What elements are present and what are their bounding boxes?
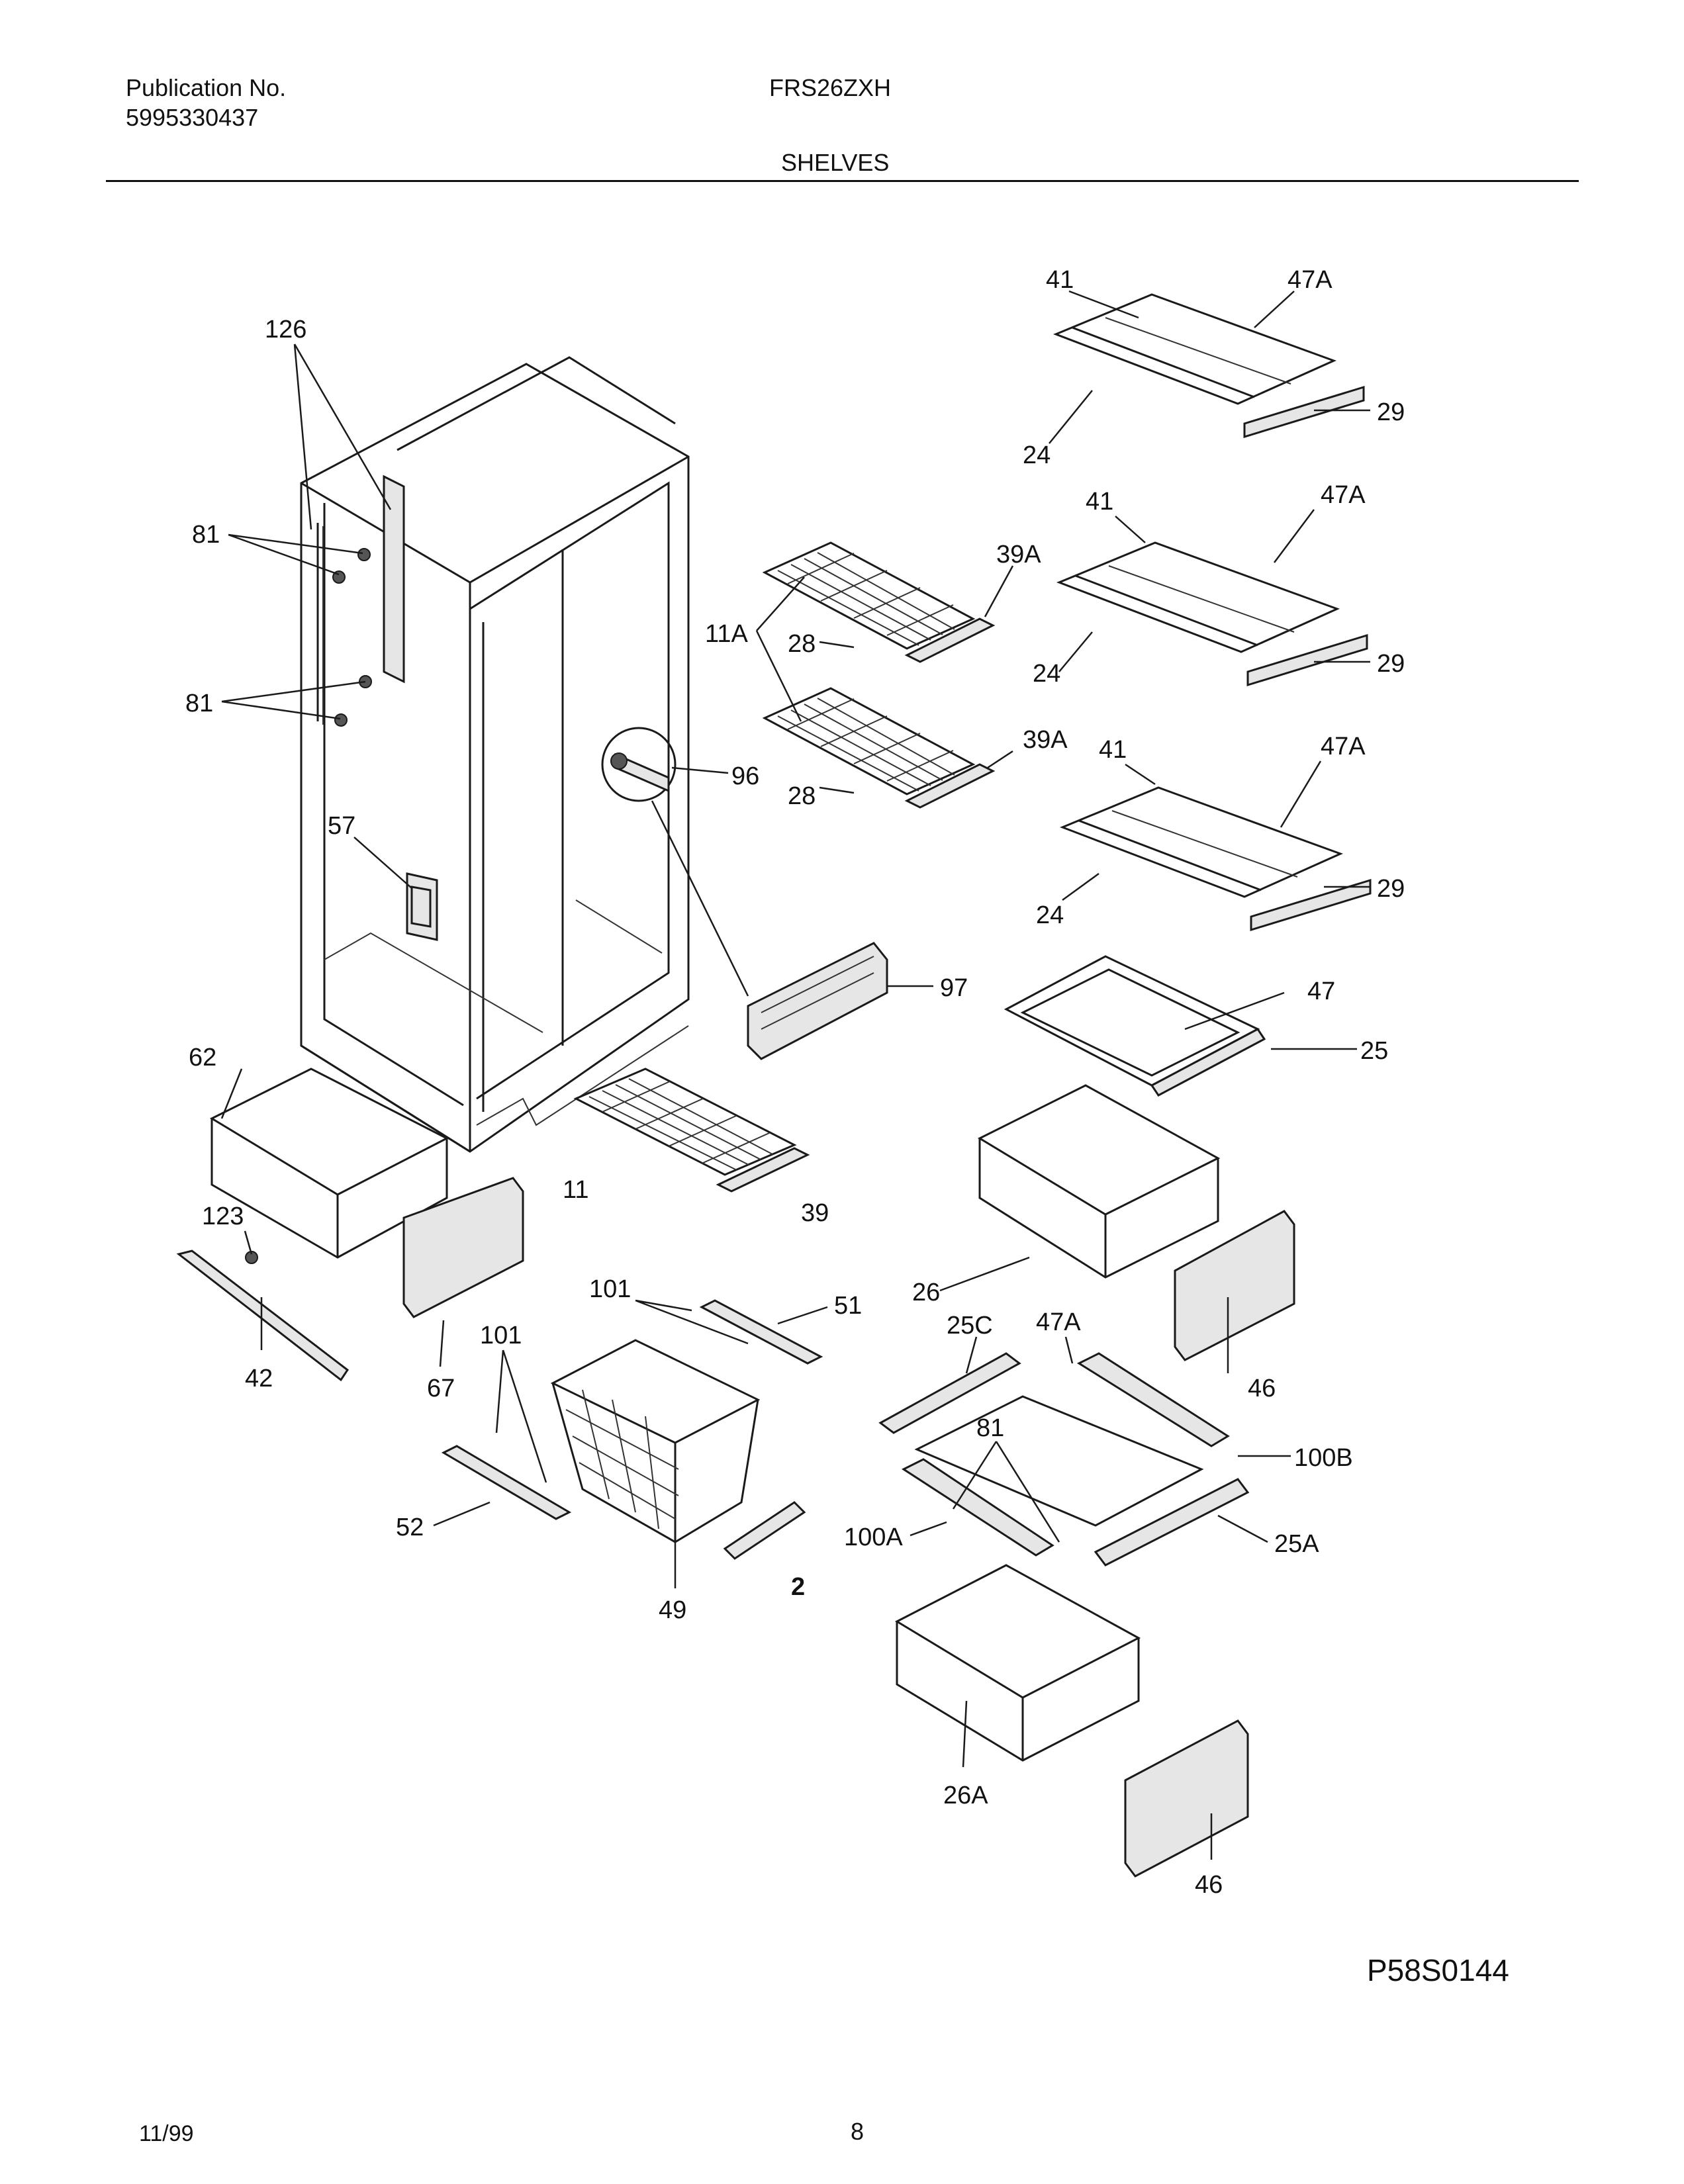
drawer-front-46-upper — [1174, 1210, 1295, 1361]
publication-label: Publication No. — [126, 74, 287, 101]
callout-29-top: 29 — [1377, 398, 1405, 426]
callout-24-middle: 24 — [1033, 660, 1060, 688]
callout-96: 96 — [731, 762, 759, 790]
callout-24-top: 24 — [1023, 441, 1051, 469]
glass-shelf-lower — [1059, 786, 1372, 932]
crisper-drawer-26A — [894, 1564, 1141, 1762]
callout-97: 97 — [940, 974, 968, 1002]
callout-123: 123 — [202, 1203, 244, 1230]
callout-101-left: 101 — [480, 1322, 522, 1349]
callout-49: 49 — [659, 1596, 686, 1624]
callout-46-upper: 46 — [1248, 1375, 1276, 1402]
callout-42: 42 — [245, 1365, 273, 1392]
drawer-front-46-lower — [1124, 1719, 1249, 1878]
crisper-drawer-26 — [977, 1084, 1221, 1279]
wire-basket-49 — [550, 1339, 761, 1543]
callout-100A: 100A — [844, 1524, 903, 1551]
callout-46-lower: 46 — [1195, 1871, 1223, 1899]
callout-126: 126 — [265, 316, 306, 343]
callout-labels: 126 81 81 57 62 123 42 67 101 101 52 49 … — [185, 266, 1405, 1899]
callout-28-lower: 28 — [788, 782, 816, 810]
callout-39: 39 — [801, 1199, 829, 1227]
callout-52: 52 — [396, 1514, 424, 1541]
wire-shelf-11A-upper — [762, 541, 996, 663]
refrigerator-cabinet — [300, 356, 690, 1153]
crisper-cover-47 — [1004, 955, 1266, 1097]
callout-57: 57 — [328, 812, 355, 840]
diagram-code: P58S0144 — [1367, 1953, 1509, 1987]
callout-25: 25 — [1360, 1037, 1388, 1065]
callout-81-lower: 81 — [185, 690, 213, 717]
glass-shelf-middle — [1056, 541, 1368, 687]
leader-lines — [220, 290, 1370, 1860]
callout-62: 62 — [189, 1044, 216, 1071]
callout-47A-lower: 47A — [1321, 733, 1366, 760]
wire-shelf-11 — [573, 1068, 810, 1193]
glass-shelf-47A-crisper — [878, 1352, 1250, 1567]
callout-11: 11 — [563, 1176, 588, 1204]
callout-11A: 11A — [705, 620, 748, 648]
rail-52 — [441, 1445, 572, 1520]
callout-41-top: 41 — [1046, 266, 1074, 294]
callout-41-lower: 41 — [1099, 736, 1127, 764]
callout-24-lower: 24 — [1036, 901, 1064, 929]
callout-51: 51 — [834, 1292, 862, 1320]
callout-26: 26 — [912, 1279, 940, 1306]
callout-26A: 26A — [943, 1782, 988, 1809]
callout-100B: 100B — [1294, 1444, 1353, 1472]
callout-29-lower: 29 — [1377, 875, 1405, 903]
header-rule — [106, 180, 1579, 182]
callout-25A: 25A — [1274, 1530, 1319, 1558]
bin-62 — [209, 1068, 449, 1259]
wire-shelf-11A-lower — [762, 687, 996, 809]
callout-47A-middle: 47A — [1321, 481, 1366, 509]
section-title: SHELVES — [781, 149, 890, 176]
shelf-support-96 — [601, 727, 677, 802]
callout-81-upper: 81 — [192, 521, 220, 549]
callout-25C: 25C — [947, 1312, 993, 1340]
callout-28-upper: 28 — [788, 630, 816, 658]
rail-51 — [699, 1299, 823, 1365]
shelf-bracket-97 — [747, 942, 888, 1060]
publication-number: 5995330437 — [126, 104, 259, 131]
callout-41-middle: 41 — [1086, 488, 1113, 516]
control-housing-57 — [406, 872, 438, 941]
page-number: 8 — [851, 2118, 865, 2145]
glass-shelf-upper — [1052, 293, 1365, 439]
trim-strip-126 — [316, 475, 405, 725]
callout-81-crisper: 81 — [976, 1414, 1004, 1442]
callout-47A-crisper: 47A — [1036, 1308, 1081, 1336]
callout-47: 47 — [1307, 978, 1335, 1005]
footer-date: 11/99 — [139, 2121, 194, 2146]
rail-42 — [176, 1250, 350, 1382]
rail-2 — [723, 1501, 806, 1560]
callout-47A-top: 47A — [1287, 266, 1333, 294]
bin-front-67 — [402, 1177, 524, 1318]
callout-29-middle: 29 — [1377, 650, 1405, 678]
callout-101-center: 101 — [589, 1275, 631, 1303]
callout-2: 2 — [791, 1573, 805, 1601]
callout-67: 67 — [427, 1375, 455, 1402]
callout-39A-lower: 39A — [1023, 726, 1068, 754]
model-number: FRS26ZXH — [769, 74, 892, 101]
callout-39A-upper: 39A — [996, 541, 1041, 569]
